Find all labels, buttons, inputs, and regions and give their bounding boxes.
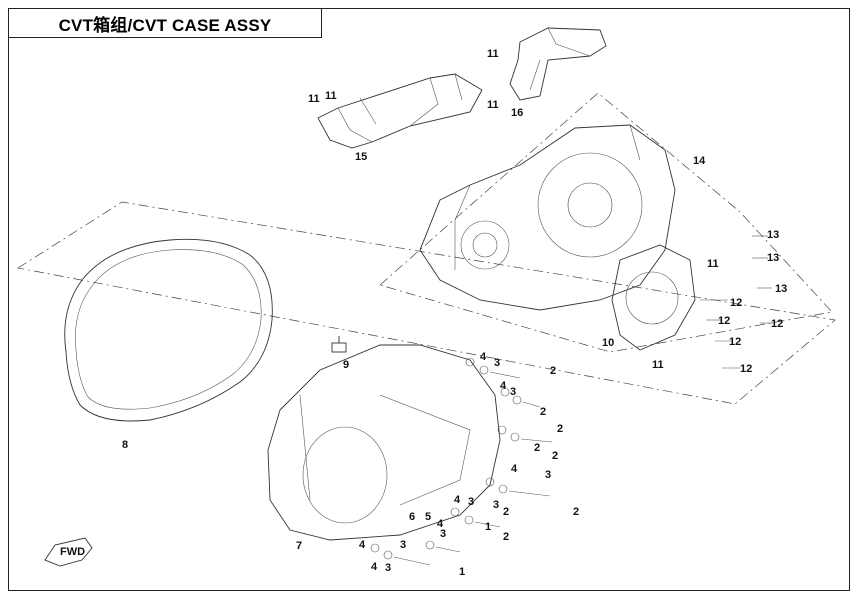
- callout-labels: 1122222222333333334444444567891011111111…: [122, 48, 787, 578]
- callout-12-c12e: 12: [740, 363, 752, 375]
- callout-2-c2e: 2: [552, 450, 558, 462]
- callout-3-c3f: 3: [385, 562, 391, 574]
- callout-4-c4g: 4: [359, 539, 366, 551]
- callout-11-c11f: 11: [652, 359, 664, 371]
- callout-4-c4b: 4: [500, 380, 507, 392]
- callout-4-c4e: 4: [437, 518, 444, 530]
- callout-3-c3g: 3: [400, 539, 406, 551]
- callout-8-c8: 8: [122, 439, 128, 451]
- callout-2-c2d: 2: [534, 442, 540, 454]
- callout-11-c11d: 11: [308, 93, 320, 105]
- inner-cvt-case-14: [419, 124, 676, 311]
- callout-4-c4f: 4: [371, 561, 378, 573]
- drawing-frame: [8, 8, 850, 591]
- callout-11-c11e: 11: [707, 258, 719, 270]
- fwd-label: FWD: [60, 546, 85, 558]
- callout-1-c1b: 1: [459, 566, 465, 578]
- seal-plate-10: [611, 244, 696, 351]
- fastener-stacks: [370, 357, 553, 566]
- vent-fitting-9: [331, 336, 347, 353]
- callout-4-c4c: 4: [511, 463, 518, 475]
- belt-gasket-8: [64, 238, 273, 422]
- diagram-title: CVT箱组/CVT CASE ASSY: [58, 15, 272, 35]
- bracket-16: [509, 27, 607, 101]
- callout-3-c3b: 3: [510, 386, 516, 398]
- heat-shield-bracket-15: [317, 73, 483, 149]
- callout-3-c3a: 3: [494, 357, 500, 369]
- callout-12-c12c: 12: [771, 318, 783, 330]
- callout-9-c9: 9: [343, 359, 349, 371]
- callout-11-c11a: 11: [487, 48, 499, 60]
- callout-14-c14: 14: [693, 155, 706, 167]
- callout-10-c10: 10: [602, 337, 614, 349]
- callout-3-c3d: 3: [468, 496, 474, 508]
- bolts-12-13: [700, 235, 775, 369]
- callout-12-c12b: 12: [718, 315, 730, 327]
- callout-12-c12d: 12: [729, 336, 741, 348]
- callout-2-c2f: 2: [573, 506, 579, 518]
- outer-cvt-cover-7: [267, 344, 501, 541]
- callout-7-c7: 7: [296, 540, 302, 552]
- title-box: CVT箱组/CVT CASE ASSY: [8, 8, 322, 38]
- callout-3-c3h: 3: [493, 499, 499, 511]
- callout-13-c13a: 13: [767, 229, 779, 241]
- callout-1-c1a: 1: [485, 521, 491, 533]
- callout-5-c5: 5: [425, 511, 431, 523]
- callout-16-c16: 16: [511, 107, 523, 119]
- callout-6-c6: 6: [409, 511, 415, 523]
- fwd-arrow-icon: FWD: [44, 537, 93, 567]
- callout-2-c2h: 2: [503, 506, 509, 518]
- callout-15-c15: 15: [355, 151, 367, 163]
- callout-11-c11c: 11: [325, 90, 337, 102]
- callout-3-c3e: 3: [440, 528, 446, 540]
- callout-4-c4d: 4: [454, 494, 461, 506]
- callout-2-c2b: 2: [540, 406, 546, 418]
- callout-12-c12a: 12: [730, 297, 742, 309]
- callout-2-c2a: 2: [550, 365, 556, 377]
- callout-13-c13c: 13: [775, 283, 787, 295]
- explode-guide-lines: [17, 92, 836, 405]
- callout-2-c2c: 2: [557, 423, 563, 435]
- callout-2-c2g: 2: [503, 531, 509, 543]
- callout-11-c11b: 11: [487, 99, 499, 111]
- callout-3-c3c: 3: [545, 469, 551, 481]
- callout-13-c13b: 13: [767, 252, 779, 264]
- callout-4-c4a: 4: [480, 351, 487, 363]
